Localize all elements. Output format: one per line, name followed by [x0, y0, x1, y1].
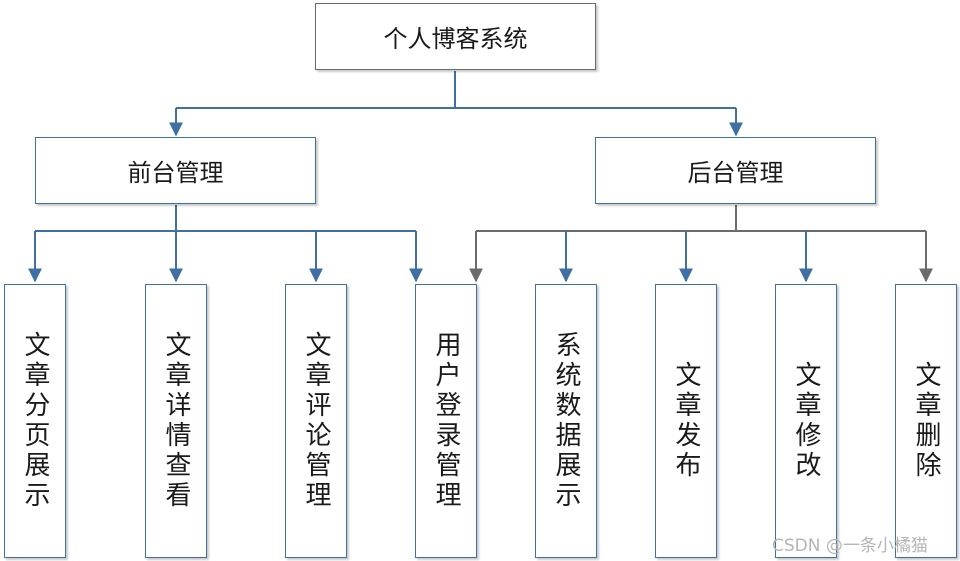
left-branch-connectors: [28, 205, 423, 283]
leaf-node-label: 用户登录管理: [431, 331, 461, 511]
leaf-node: 文章评论管理: [285, 284, 347, 558]
leaf-node-shared: 用户登录管理: [415, 284, 477, 558]
leaf-node: 文章发布: [655, 284, 717, 558]
leaf-node: 文章详情查看: [145, 284, 207, 558]
leaf-node-label: 文章修改: [791, 361, 821, 481]
leaf-node-label: 系统数据展示: [551, 331, 581, 511]
branch-node-label: 前台管理: [127, 159, 224, 187]
leaf-node-label: 文章发布: [671, 361, 701, 481]
leaf-node: 文章删除: [895, 284, 957, 558]
leaf-node-label: 文章详情查看: [161, 331, 191, 511]
leaf-node: 文章修改: [775, 284, 837, 558]
leaf-node-label: 文章删除: [911, 361, 941, 481]
branch-node-label: 后台管理: [687, 159, 784, 187]
leaf-node-label: 文章评论管理: [301, 331, 331, 511]
branch-node-backend: 后台管理: [595, 137, 876, 204]
root-node: 个人博客系统: [315, 3, 596, 70]
leaf-node-label: 文章分页展示: [20, 331, 50, 511]
right-branch-connectors: [469, 205, 933, 283]
branch-node-frontend: 前台管理: [35, 137, 316, 204]
leaf-node: 系统数据展示: [535, 284, 597, 558]
root-node-label: 个人博客系统: [383, 25, 528, 53]
root-connectors: [169, 71, 743, 137]
watermark: CSDN @一条小橘猫: [772, 536, 928, 556]
leaf-node: 文章分页展示: [4, 284, 66, 558]
